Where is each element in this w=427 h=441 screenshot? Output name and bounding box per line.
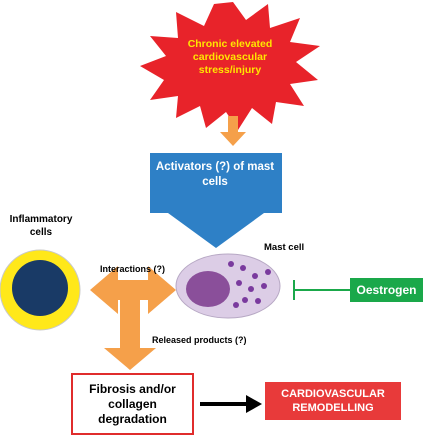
granule [248, 286, 254, 292]
mast-cell-granules [228, 261, 271, 308]
released-products-label: Released products (?) [152, 335, 247, 345]
interactions-arrow [90, 266, 176, 370]
granule [240, 265, 246, 271]
fibrosis-to-remodelling-head [246, 395, 262, 413]
granule [242, 297, 248, 303]
granule [265, 269, 271, 275]
interactions-label: Interactions (?) [100, 264, 166, 274]
granule [233, 302, 239, 308]
remodelling-box: CARDIOVASCULAR REMODELLING [265, 382, 401, 420]
granule [236, 280, 242, 286]
inflammatory-cells-label: Inflammatory cells [9, 214, 73, 238]
mast-cell-label: Mast cell [264, 242, 305, 253]
stress-label: Chronic elevated cardiovascular stress/i… [187, 38, 273, 76]
stress-burst [140, 2, 320, 130]
stress-to-activators-arrow [220, 116, 246, 146]
fibrosis-box: Fibrosis and/or collagen degradation [71, 373, 194, 435]
activators-arrow [150, 153, 282, 248]
granule [228, 261, 234, 267]
activators-label: Activators (?) of mast cells [155, 161, 275, 188]
granule [252, 273, 258, 279]
granule [255, 298, 261, 304]
inflammatory-cell-nucleus [12, 260, 68, 316]
oestrogen-box: Oestrogen [350, 278, 423, 302]
granule [261, 283, 267, 289]
mast-cell-nucleus [186, 271, 230, 307]
